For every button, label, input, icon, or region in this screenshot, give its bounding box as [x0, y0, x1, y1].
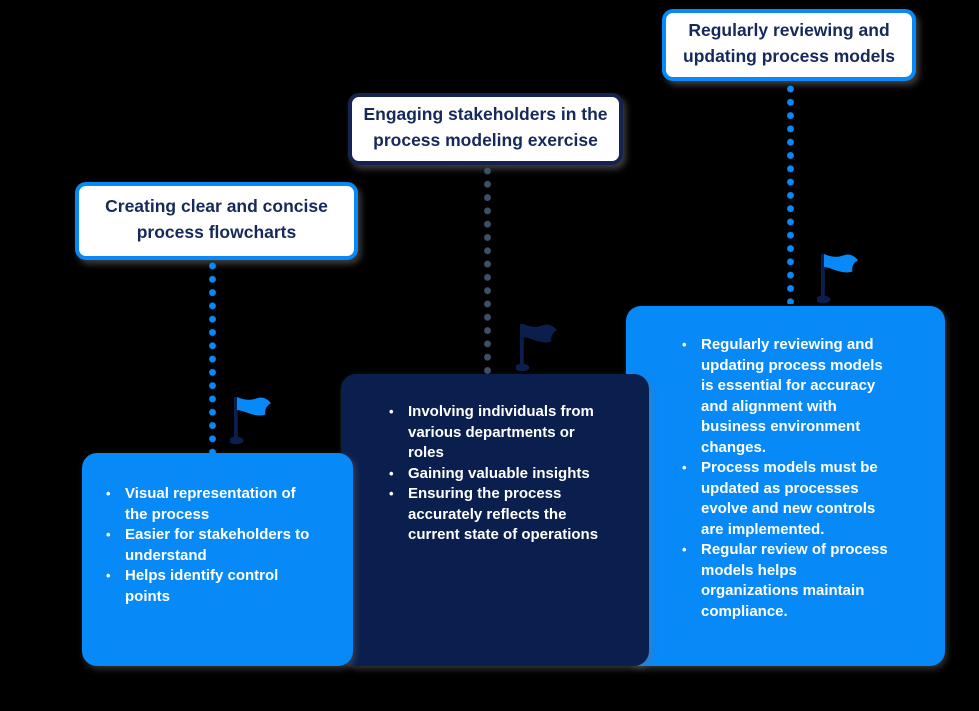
detail-panel-flowcharts: • Visual representation of the process •… [82, 453, 353, 666]
milestone-title-reviewing: Regularly reviewing and updating process… [662, 9, 916, 81]
bullet-text: Easier for stakeholders to understand [125, 526, 310, 564]
bullet-text: Gaining valuable insights [408, 464, 590, 482]
dotted-connector-reviewing [787, 85, 794, 304]
bullet-marker: • [106, 568, 111, 583]
bullet-text: Ensuring the process accurately reflects… [408, 485, 599, 543]
flag-icon [815, 252, 861, 304]
bullet-item: • Easier for stakeholders to understand [106, 525, 349, 566]
bullet-text: Regularly reviewing and updating process… [701, 336, 883, 456]
bullet-text: Involving individuals from various depar… [408, 403, 594, 461]
bullet-marker: • [682, 460, 687, 475]
milestone-title-flowcharts: Creating clear and concise process flowc… [75, 182, 358, 260]
flag-icon [228, 395, 274, 445]
bullet-item: • Regular review of process models helps… [682, 540, 937, 622]
bullet-item: • Ensuring the process accurately reflec… [389, 484, 641, 546]
bullet-marker: • [682, 542, 687, 557]
dotted-connector-stakeholders [484, 167, 491, 375]
dotted-connector-flowcharts [209, 262, 216, 453]
milestone-title-text: Regularly reviewing and updating process… [683, 20, 895, 66]
bullet-marker: • [106, 486, 111, 501]
milestone-title-stakeholders: Engaging stakeholders in the process mod… [348, 93, 623, 165]
bullet-marker: • [389, 486, 394, 501]
bullet-marker: • [106, 527, 111, 542]
bullet-item: • Gaining valuable insights [389, 464, 641, 485]
bullet-marker: • [682, 337, 687, 352]
bullet-item: • Regularly reviewing and updating proce… [682, 335, 937, 458]
bullet-marker: • [389, 465, 394, 481]
milestone-title-text: Creating clear and concise process flowc… [105, 196, 328, 242]
bullet-item: • Process models must be updated as proc… [682, 458, 937, 540]
bullet-item: • Helps identify control points [106, 566, 349, 607]
flag-icon [514, 322, 560, 372]
milestone-title-text: Engaging stakeholders in the process mod… [363, 104, 608, 150]
bullet-text: Visual representation of the process [125, 485, 296, 523]
detail-panel-stakeholders: • Involving individuals from various dep… [341, 374, 649, 666]
bullet-marker: • [389, 404, 394, 419]
detail-panel-reviewing: • Regularly reviewing and updating proce… [626, 306, 945, 666]
bullet-text: Helps identify control points [125, 567, 279, 605]
bullet-item: • Visual representation of the process [106, 484, 349, 525]
bullet-text: Process models must be updated as proces… [701, 459, 878, 538]
bullet-text: Regular review of process models helps o… [701, 541, 888, 620]
bullet-item: • Involving individuals from various dep… [389, 402, 641, 464]
